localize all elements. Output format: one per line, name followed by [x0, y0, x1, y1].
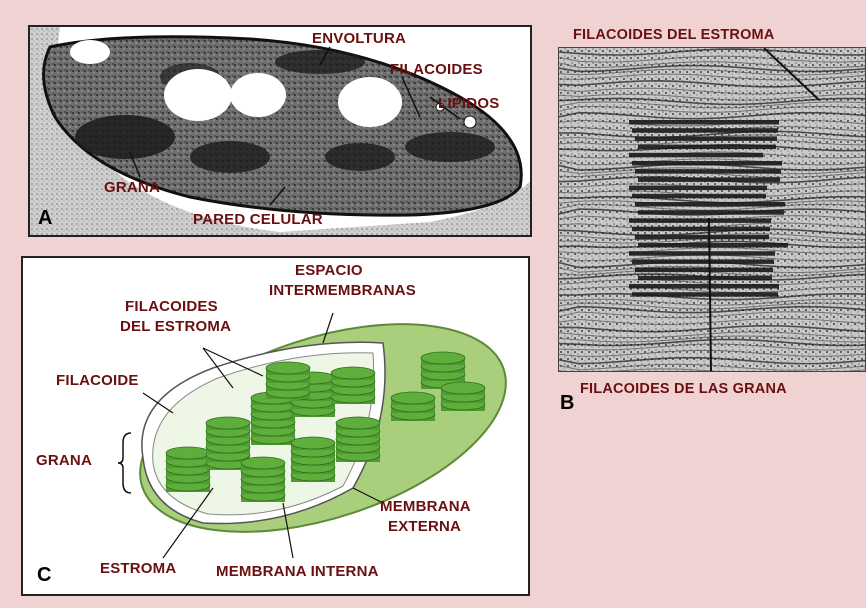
- panel-b-letter: B: [560, 392, 574, 415]
- label-pared-celular: PARED CELULAR: [193, 211, 323, 229]
- label-filacoides-estroma-c2: DEL ESTROMA: [120, 318, 231, 336]
- panel-c-diagram: ESPACIO INTERMEMBRANAS FILACOIDES DEL ES…: [21, 256, 530, 596]
- label-membrana-externa-2: EXTERNA: [388, 518, 461, 536]
- chloroplast-micrograph-image: [30, 27, 532, 237]
- label-filacoides-estroma-c1: FILACOIDES: [125, 298, 218, 316]
- label-filacoides-de-las-grana: FILACOIDES DE LAS GRANA: [580, 380, 787, 398]
- label-filacoides: FILACOIDES: [390, 61, 483, 79]
- label-envoltura: ENVOLTURA: [312, 30, 406, 48]
- panel-b-micrograph: [558, 47, 866, 372]
- label-intermembranas: INTERMEMBRANAS: [269, 282, 416, 300]
- label-filacoide: FILACOIDE: [56, 372, 139, 390]
- chloroplast-3d-diagram: [23, 258, 530, 596]
- label-espacio: ESPACIO: [295, 262, 363, 280]
- panel-a-micrograph: ENVOLTURA FILACOIDES LIPIDOS GRANA PARED…: [28, 25, 532, 237]
- thylakoid-micrograph-image: [559, 48, 866, 372]
- label-estroma: ESTROMA: [100, 560, 176, 578]
- label-filacoides-del-estroma-b: FILACOIDES DEL ESTROMA: [573, 26, 775, 44]
- label-grana: GRANA: [104, 179, 160, 197]
- label-grana-c: GRANA: [36, 452, 92, 470]
- panel-a-letter: A: [38, 207, 52, 230]
- label-membrana-externa-1: MEMBRANA: [380, 498, 471, 516]
- label-lipidos: LIPIDOS: [438, 95, 499, 113]
- label-membrana-interna: MEMBRANA INTERNA: [216, 563, 379, 581]
- panel-c-letter: C: [37, 564, 51, 587]
